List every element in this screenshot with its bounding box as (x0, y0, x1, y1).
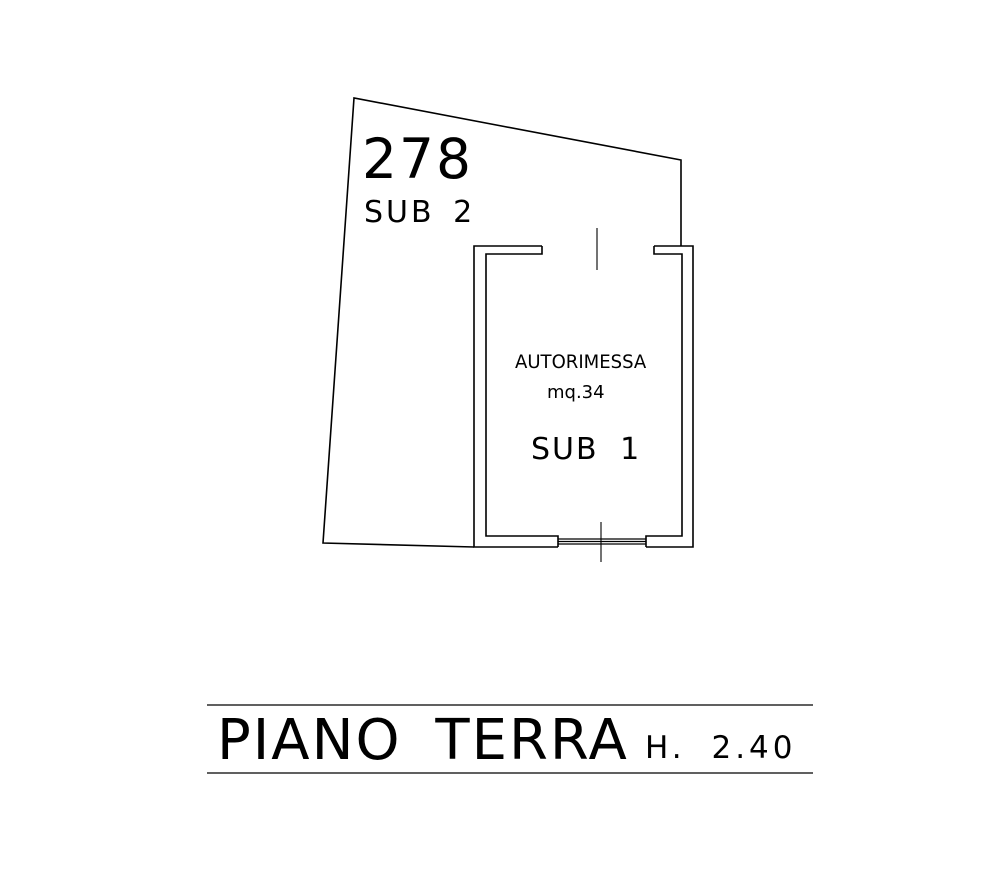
garage-door (558, 538, 646, 545)
floor-height: H. 2.40 (645, 730, 797, 766)
parcel-outline (322, 97, 682, 548)
room-area: mq.34 (547, 382, 605, 403)
garage-inner-wall (485, 246, 683, 547)
garage-outer-wall (473, 245, 694, 548)
room-sub-label: SUB 1 (531, 432, 642, 467)
parcel-number: 278 (362, 127, 473, 191)
room-name: AUTORIMESSA (515, 351, 647, 373)
floor-title: PIANO TERRA (217, 708, 629, 773)
parcel-sub-label: SUB 2 (364, 195, 476, 230)
